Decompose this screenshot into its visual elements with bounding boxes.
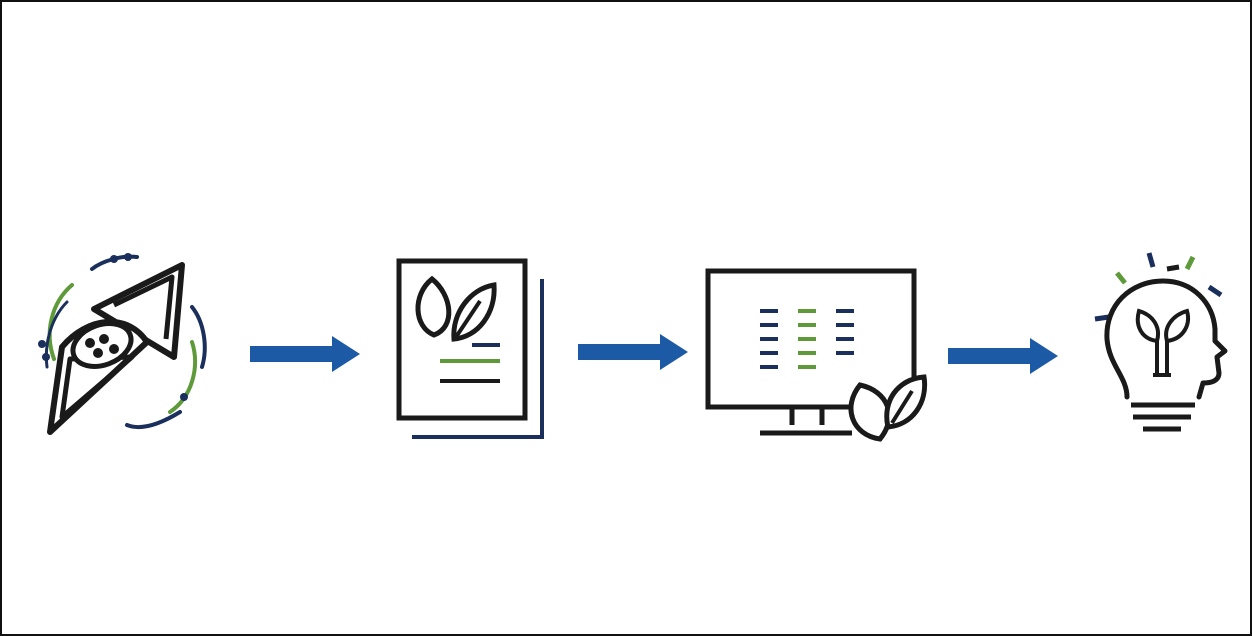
arrow-right-icon: [578, 332, 690, 372]
document-plant-icon: [394, 257, 549, 442]
lightbulb-head-sprout-icon: [1087, 247, 1237, 442]
monitor-data-leaf-icon: [702, 267, 932, 447]
cacao-pod-icon: [32, 247, 217, 442]
arrow-right-icon: [250, 334, 362, 374]
arrow-right-icon: [948, 336, 1060, 376]
